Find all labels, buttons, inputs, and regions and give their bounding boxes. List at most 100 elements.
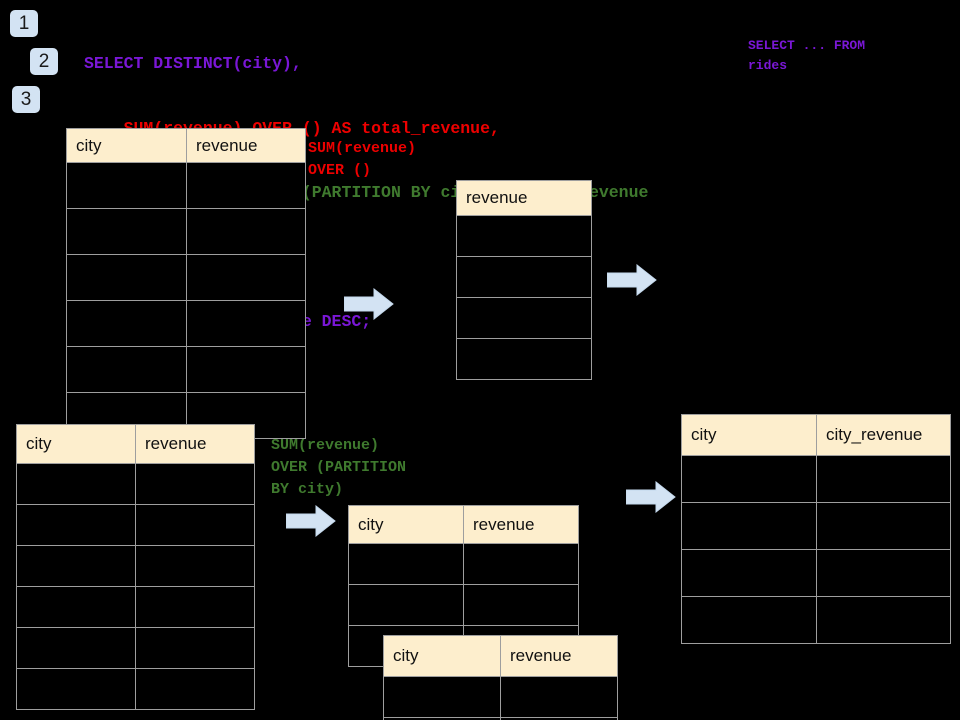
total-revenue-table: revenue [456, 180, 592, 380]
table-cell [186, 346, 306, 393]
table-row [66, 162, 306, 209]
table-cell [463, 543, 579, 585]
table-cell [16, 586, 136, 628]
table-cell [816, 502, 951, 550]
table-cell [135, 463, 255, 505]
sql-line-1: SELECT DISTINCT(city), [84, 54, 302, 73]
column-header-city: city [348, 505, 464, 544]
table-row [348, 543, 579, 585]
table-row [16, 463, 255, 505]
table-row [66, 254, 306, 301]
table-cell [135, 627, 255, 669]
table-row [66, 208, 306, 255]
table-cell [383, 676, 501, 718]
table-cell [16, 627, 136, 669]
table-row [456, 215, 592, 257]
annotation-city-revenue: SUM(revenue) OVER (PARTITION BY city) [271, 437, 407, 498]
column-header-revenue: revenue [500, 635, 618, 677]
table-row [456, 297, 592, 339]
table-header-row: revenue [456, 180, 592, 216]
table-row [16, 504, 255, 546]
table-cell [348, 584, 464, 626]
table-cell [681, 455, 817, 503]
table-cell [66, 208, 187, 255]
annotation-source-hint: SELECT ... FROM rides [748, 38, 866, 73]
table-body: revenue [456, 180, 592, 380]
table-row [16, 545, 255, 587]
step-badge-2: 2 [30, 48, 58, 75]
table-cell [16, 463, 136, 505]
annotation-total-revenue: SUM(revenue) OVER () [308, 140, 417, 179]
table-cell [500, 676, 618, 718]
table-cell [186, 208, 306, 255]
column-header-city: city [66, 128, 187, 163]
column-header-revenue: revenue [135, 424, 255, 464]
arrow-total-revenue-out [606, 263, 657, 297]
table-cell [816, 455, 951, 503]
table-row [681, 455, 951, 503]
step-badge-3: 3 [12, 86, 40, 113]
table-cell [186, 300, 306, 347]
table-row [348, 584, 579, 626]
column-header-city: city [16, 424, 136, 464]
table-cell [456, 297, 592, 339]
table-row [681, 596, 951, 644]
table-cell [66, 254, 187, 301]
table-cell [16, 668, 136, 710]
column-header-revenue: revenue [186, 128, 306, 163]
table-cell [186, 162, 306, 209]
table-cell [463, 584, 579, 626]
table-cell [456, 215, 592, 257]
table-cell [135, 668, 255, 710]
table-cell [16, 545, 136, 587]
column-header-revenue: revenue [463, 505, 579, 544]
table-cell [66, 346, 187, 393]
column-header-city: city [383, 635, 501, 677]
table-cell [135, 545, 255, 587]
table-row [383, 717, 618, 720]
table-cell [500, 717, 618, 720]
table-cell [66, 162, 187, 209]
table-cell [816, 596, 951, 644]
column-header-revenue: revenue [456, 180, 592, 216]
table-row [66, 346, 306, 393]
table-row [16, 668, 255, 710]
column-header-city-revenue: city_revenue [816, 414, 951, 456]
table-row [456, 256, 592, 298]
table-cell [66, 300, 187, 347]
table-cell [135, 586, 255, 628]
table-cell [456, 256, 592, 298]
table-cell [681, 596, 817, 644]
table-cell [816, 549, 951, 597]
arrow-to-total-revenue [343, 287, 394, 321]
table-cell [348, 543, 464, 585]
arrow-to-partition [285, 504, 336, 538]
table-row [16, 586, 255, 628]
arrow-to-result [625, 480, 676, 514]
table-cell [681, 549, 817, 597]
column-header-city: city [681, 414, 817, 456]
table-row [681, 549, 951, 597]
table-cell [456, 338, 592, 380]
table-cell [186, 254, 306, 301]
table-row [66, 300, 306, 347]
table-cell [135, 504, 255, 546]
table-cell [681, 502, 817, 550]
table-row [681, 502, 951, 550]
table-cell [16, 504, 136, 546]
step-badge-1: 1 [10, 10, 38, 37]
